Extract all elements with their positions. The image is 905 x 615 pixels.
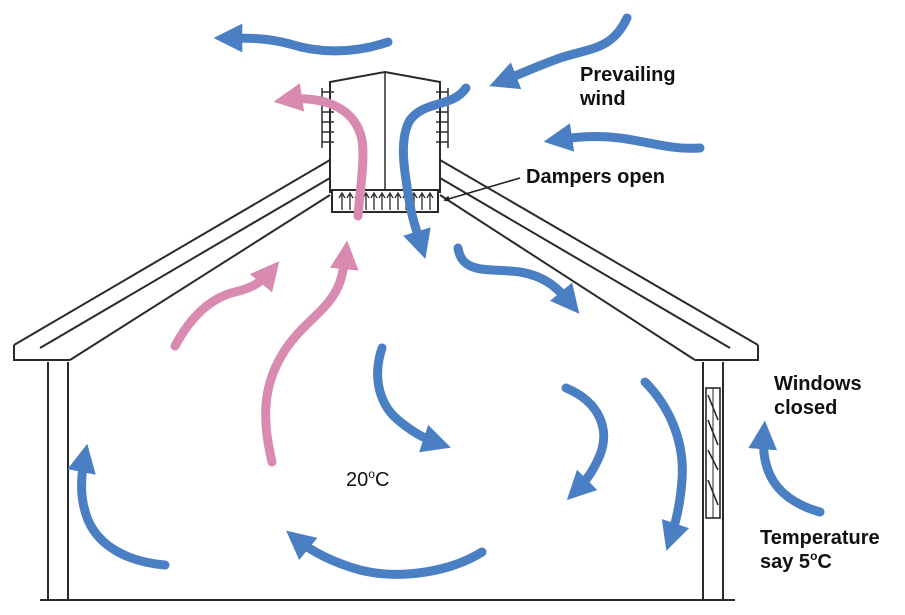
warm-rise-arrow-left	[170, 261, 280, 351]
right-wall-arrow	[640, 377, 690, 551]
inside-temperature-degree: o	[368, 467, 375, 481]
inside-temperature-unit: C	[374, 469, 390, 491]
prevailing-wind-arrow-1	[489, 13, 632, 90]
roof-left-ceiling	[69, 194, 331, 361]
warm-air-arrows	[170, 83, 368, 467]
prevailing-wind-arrow-2	[543, 123, 705, 153]
prevailing-wind-label-line2: wind	[580, 88, 626, 110]
roof-right-ceiling	[439, 194, 696, 361]
inside-temperature-label: 20oC	[346, 468, 389, 492]
eave-left	[13, 345, 70, 361]
warm-exhaust-arrow	[273, 83, 368, 221]
roof-left-inner	[39, 177, 331, 349]
center-curl-arrow	[373, 343, 451, 453]
dampers-leader-line	[443, 177, 521, 202]
wall-right	[702, 362, 724, 600]
damper-icon	[331, 189, 439, 213]
prevailing-wind-label: Prevailing wind	[580, 63, 676, 111]
outside-temperature-prefix: say 5	[760, 551, 811, 573]
roof-flow-arrow	[453, 243, 580, 314]
windows-closed-label-line1: Windows	[774, 373, 862, 395]
eave-right	[695, 345, 759, 361]
window-icon	[705, 387, 721, 519]
outside-temperature-degree: o	[810, 549, 818, 563]
floor-arrow	[286, 530, 487, 579]
roof-ventilator-icon	[321, 70, 449, 193]
right-curl-arrow	[561, 383, 609, 501]
prevailing-wind-label-line1: Prevailing	[580, 64, 676, 86]
intake-arrow	[398, 83, 471, 260]
wind-arrow-exhaust	[213, 23, 393, 56]
outside-temperature-label: Temperature say 5oC	[760, 526, 880, 574]
roof-right-inner	[439, 177, 731, 349]
roof-left-outer	[13, 159, 331, 346]
windows-closed-label: Windows closed	[774, 372, 862, 420]
building	[13, 159, 759, 601]
wall-left	[47, 362, 69, 600]
windows-closed-label-line2: closed	[774, 397, 838, 419]
outside-temperature-label-line2: say 5oC	[760, 550, 880, 574]
warm-rise-arrow-center	[261, 240, 359, 467]
dampers-open-label: Dampers open	[526, 166, 665, 188]
roof-right-outer	[439, 159, 759, 346]
cold-air-arrows	[67, 13, 825, 579]
outside-window-arrow	[748, 420, 825, 517]
outside-temperature-label-line1: Temperature	[760, 527, 880, 549]
outside-temperature-unit: C	[817, 551, 832, 573]
left-wall-arrow	[67, 443, 170, 570]
inside-temperature-value: 20	[346, 469, 369, 491]
